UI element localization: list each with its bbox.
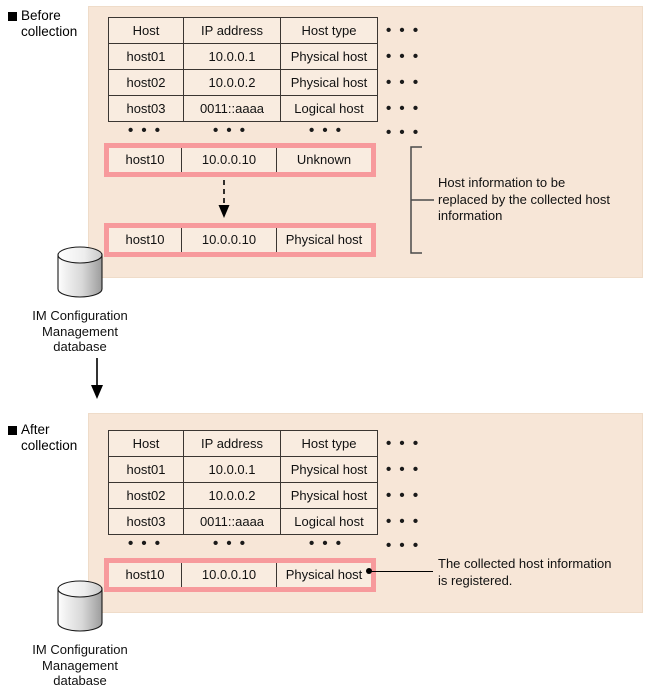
database-caption: IM Configuration Management database [32, 308, 128, 354]
ellipsis-type: • • • [308, 122, 344, 139]
after-overflow-marker: • • • [386, 537, 421, 554]
cell-host: host10 [109, 148, 181, 172]
cell-type: Physical host [276, 228, 371, 252]
cell-type: Physical host [280, 456, 378, 483]
ellipsis-ip: • • • [212, 122, 248, 139]
cell-ip: 10.0.0.10 [181, 228, 276, 252]
cell-ip: 10.0.0.2 [183, 69, 281, 96]
table-row: host02 10.0.0.2 Physical host [108, 482, 378, 509]
after-overflow-marker: • • • [386, 487, 421, 504]
cell-ip: 10.0.0.1 [183, 43, 281, 70]
ellipsis-host: • • • [127, 535, 163, 552]
after-collection-label-text: After collection [21, 422, 78, 453]
cell-type: Logical host [280, 508, 378, 535]
ellipsis-host: • • • [127, 122, 163, 139]
column-header-type: Host type [280, 430, 378, 457]
database-cylinder-icon [57, 246, 103, 298]
cell-type: Physical host [280, 69, 378, 96]
replacement-arrow-icon [218, 180, 230, 218]
table-row: host03 0011::aaaa Logical host [108, 508, 378, 535]
cell-ip: 10.0.0.2 [183, 482, 281, 509]
square-bullet-icon [8, 12, 17, 21]
column-header-ip: IP address [183, 430, 281, 457]
cell-type: Physical host [276, 563, 371, 587]
after-callout-text: The collected host information is regist… [438, 556, 612, 588]
before-overflow-marker: • • • [386, 74, 421, 91]
im-config-database-1: IM Configuration Management database [32, 244, 128, 355]
database-caption: IM Configuration Management database [32, 642, 128, 688]
column-header-ip: IP address [183, 17, 281, 44]
cell-host: host03 [108, 508, 184, 535]
cell-ip: 0011::aaaa [183, 508, 281, 535]
after-overflow-marker: • • • [386, 435, 421, 452]
before-table-ellipsis-row: • • • • • • • • • [108, 123, 374, 138]
cell-ip: 10.0.0.10 [181, 148, 276, 172]
table-row: host02 10.0.0.2 Physical host [108, 69, 378, 96]
after-table-ellipsis-row: • • • • • • • • • [108, 536, 374, 551]
table-header-row: Host IP address Host type [108, 430, 378, 457]
cell-host: host03 [108, 95, 184, 122]
before-callout-text: Host information to be replaced by the c… [438, 175, 610, 223]
cell-type: Physical host [280, 482, 378, 509]
before-host-table: Host IP address Host type host01 10.0.0.… [108, 17, 378, 122]
column-header-host: Host [108, 17, 184, 44]
cell-type: Unknown [276, 148, 371, 172]
cell-host: host02 [108, 69, 184, 96]
cell-type: Physical host [280, 43, 378, 70]
before-overflow-marker: • • • [386, 48, 421, 65]
ellipsis-type: • • • [308, 535, 344, 552]
cell-ip: 0011::aaaa [183, 95, 281, 122]
column-header-type: Host type [280, 17, 378, 44]
cell-ip: 10.0.0.1 [183, 456, 281, 483]
im-config-database-2: IM Configuration Management database [32, 578, 128, 689]
before-collection-label: Before collection [8, 8, 84, 40]
cell-host: host01 [108, 43, 184, 70]
database-cylinder-icon [57, 580, 103, 632]
before-overflow-marker: • • • [386, 22, 421, 39]
cell-host: host01 [108, 456, 184, 483]
highlighted-row-before-physical: host10 10.0.0.10 Physical host [104, 223, 376, 257]
after-host-table: Host IP address Host type host01 10.0.0.… [108, 430, 378, 535]
before-collection-label-text: Before collection [21, 8, 78, 39]
leader-line [371, 570, 433, 572]
flow-arrow-icon [91, 358, 103, 399]
highlighted-row-after-physical: host10 10.0.0.10 Physical host [104, 558, 376, 592]
table-row: host01 10.0.0.1 Physical host [108, 456, 378, 483]
cell-host: host10 [109, 563, 181, 587]
before-overflow-marker: • • • [386, 100, 421, 117]
leader-line-dot [366, 568, 372, 574]
after-overflow-marker: • • • [386, 513, 421, 530]
column-header-host: Host [108, 430, 184, 457]
cell-host: host10 [109, 228, 181, 252]
table-header-row: Host IP address Host type [108, 17, 378, 44]
table-row: host01 10.0.0.1 Physical host [108, 43, 378, 70]
before-overflow-marker: • • • [386, 124, 421, 141]
square-bullet-icon [8, 426, 17, 435]
after-collection-label: After collection [8, 422, 84, 454]
after-overflow-marker: • • • [386, 461, 421, 478]
cell-type: Logical host [280, 95, 378, 122]
highlighted-row-before-unknown: host10 10.0.0.10 Unknown [104, 143, 376, 177]
cell-host: host02 [108, 482, 184, 509]
table-row: host03 0011::aaaa Logical host [108, 95, 378, 122]
grouping-bracket-icon [410, 146, 434, 254]
ellipsis-ip: • • • [212, 535, 248, 552]
cell-ip: 10.0.0.10 [181, 563, 276, 587]
